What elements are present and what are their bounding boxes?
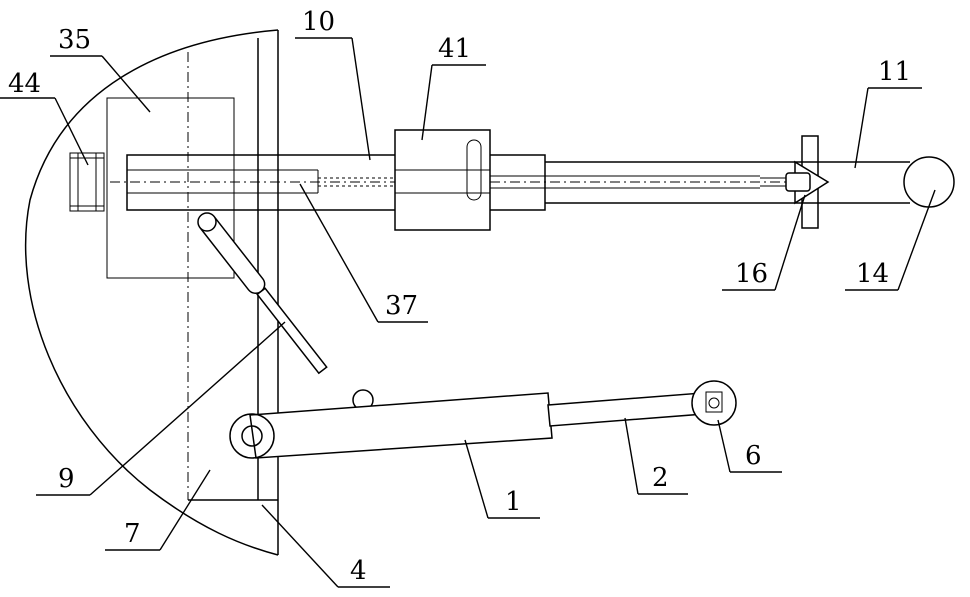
label-6: 6 [718,420,782,472]
label-11-text: 11 [878,57,911,87]
label-1-text: 1 [505,487,522,517]
label-7: 7 [105,470,210,550]
label-16: 16 [722,195,805,290]
label-4-text: 4 [350,556,367,586]
label-7-text: 7 [124,519,141,549]
label-4: 4 [262,505,390,587]
label-1: 1 [465,440,540,518]
label-44-text: 44 [8,69,41,99]
label-11: 11 [855,57,922,168]
label-41: 41 [422,34,486,140]
label-9-text: 9 [58,464,75,494]
label-10-text: 10 [302,7,335,37]
label-6-text: 6 [745,441,762,471]
block-41 [395,130,490,230]
label-37-text: 37 [385,291,418,321]
label-2-text: 2 [652,463,669,493]
label-35-text: 35 [58,25,91,55]
label-9: 9 [36,322,285,495]
label-10: 10 [295,7,370,160]
eye-6 [692,381,736,425]
label-16-text: 16 [735,259,768,289]
label-2: 2 [625,418,688,494]
plate-35 [107,98,234,278]
label-41-text: 41 [438,34,471,64]
ball-14 [904,157,954,207]
small-cylinder-9 [196,211,373,410]
label-14-text: 14 [856,259,889,289]
